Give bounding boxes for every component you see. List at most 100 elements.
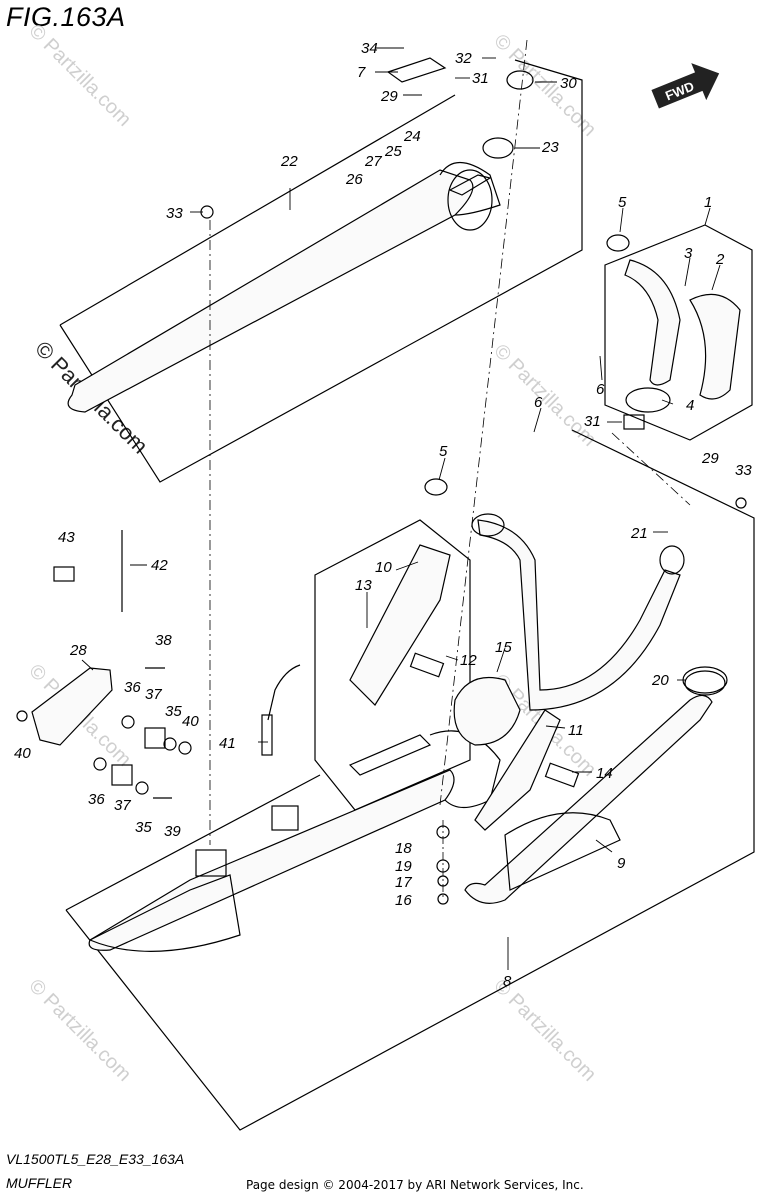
callout-37-lower: 37	[114, 797, 131, 814]
center-line-right	[611, 432, 691, 506]
callout-40-right: 40	[182, 713, 199, 730]
callout-24: 24	[403, 128, 421, 145]
callout-25: 25	[384, 143, 402, 160]
callout-22: 22	[280, 153, 298, 170]
callout-36-lower: 36	[88, 791, 105, 808]
seal-30	[506, 70, 534, 90]
callout-1: 1	[704, 194, 712, 211]
callout-19: 19	[395, 858, 412, 875]
callout-5-lower: 5	[439, 443, 448, 460]
callout-10: 10	[375, 559, 392, 576]
fwd-direction-badge: FWD	[651, 63, 720, 109]
clamp-23	[482, 137, 514, 159]
callout-39: 39	[164, 823, 181, 840]
callout-27: 27	[364, 153, 382, 170]
muffler-lower-tip	[89, 874, 241, 952]
washer-35-lower	[135, 781, 149, 795]
cushion-37-upper	[144, 727, 166, 749]
front-pipe-1	[624, 259, 681, 386]
callout-28: 28	[69, 642, 87, 659]
callout-43: 43	[58, 529, 75, 546]
cover-7	[386, 57, 447, 83]
callout-5-upper: 5	[618, 194, 627, 211]
callout-35-upper: 35	[165, 703, 182, 720]
callout-15: 15	[495, 639, 512, 656]
bushing-36-lower	[93, 757, 107, 771]
section-name: MUFFLER	[6, 1175, 73, 1191]
heat-shield-frame	[314, 519, 471, 811]
bolt-33-right	[735, 497, 747, 509]
callout-33-left: 33	[166, 205, 183, 222]
sensor-41	[267, 664, 301, 721]
gasket-5-upper	[606, 234, 630, 252]
callout-40-left: 40	[14, 745, 31, 762]
bracket-28	[31, 667, 113, 746]
callout-4: 4	[686, 397, 694, 414]
muffler-lower-body	[88, 769, 455, 951]
callout-31-upper: 31	[472, 70, 489, 87]
callout-38: 38	[155, 632, 172, 649]
gasket-31	[623, 414, 645, 430]
cushion-37-lower	[111, 764, 133, 786]
muffler-upper-hanger	[448, 174, 492, 196]
muffler-lower-strap	[348, 734, 432, 776]
callout-33-right: 33	[735, 462, 752, 479]
upper-panel-frame	[59, 59, 583, 483]
heat-shield-11	[474, 709, 561, 831]
callout-6-upper: 6	[596, 381, 605, 398]
callout-9: 9	[617, 855, 626, 872]
upper-panel-edge	[59, 94, 456, 326]
callout-labels: 1 2 3 4 5 5 6 6 7 8 9 10 11 12 13 14 15 …	[14, 40, 752, 990]
callout-37-upper: 37	[145, 686, 162, 703]
shield-pad-14	[544, 762, 580, 788]
front-exhaust-pipe	[477, 519, 681, 711]
heat-shield-9	[504, 812, 621, 891]
callout-3: 3	[684, 245, 693, 262]
sensor-41-body	[261, 714, 273, 756]
bushing-36-upper	[121, 715, 135, 729]
muffler-upper-cap	[447, 169, 493, 231]
callout-30: 30	[560, 75, 577, 92]
nut-40-upper	[178, 741, 192, 755]
callout-42: 42	[151, 557, 168, 574]
muffler-lower-canister	[429, 730, 501, 809]
callout-13: 13	[355, 577, 372, 594]
callout-26: 26	[345, 171, 363, 188]
callout-32: 32	[455, 50, 472, 67]
callout-17: 17	[395, 874, 412, 891]
callout-14: 14	[596, 765, 613, 782]
front-pipe-joint	[659, 545, 685, 575]
callout-23: 23	[541, 139, 559, 156]
callout-2: 2	[715, 251, 725, 268]
callout-29-upper: 29	[380, 88, 398, 105]
figure-title: FIG.163A	[6, 2, 126, 32]
callout-34: 34	[361, 40, 378, 57]
callout-36-upper: 36	[124, 679, 141, 696]
page-credit: Page design © 2004-2017 by ARI Network S…	[246, 1178, 584, 1192]
muffler-upper-tip	[439, 162, 501, 216]
callout-41: 41	[219, 735, 236, 752]
nut-40-left	[16, 710, 28, 722]
front-pipe-2	[689, 293, 741, 400]
label-43	[53, 566, 75, 582]
callout-16: 16	[395, 892, 412, 909]
catalyst-body	[453, 676, 521, 746]
model-code: VL1500TL5_E28_E33_163A	[6, 1151, 185, 1167]
callout-35-lower: 35	[135, 819, 152, 836]
callout-7: 7	[357, 64, 366, 81]
callout-6-lower: 6	[534, 394, 543, 411]
muffler-lower-bracket-2	[271, 805, 299, 831]
callout-21: 21	[630, 525, 648, 542]
lower-panel-edge	[65, 774, 321, 911]
center-line-diagonal	[439, 39, 528, 806]
callout-11: 11	[568, 722, 584, 739]
callout-12: 12	[460, 652, 477, 669]
exhaust-pipe-clamp	[684, 670, 726, 696]
callout-29-lower: 29	[701, 450, 719, 467]
lower-panel-frame	[65, 429, 755, 1131]
callout-8: 8	[503, 973, 512, 990]
callout-18: 18	[395, 840, 412, 857]
muffler-upper-body	[67, 169, 474, 413]
shield-pad-12	[409, 652, 445, 678]
